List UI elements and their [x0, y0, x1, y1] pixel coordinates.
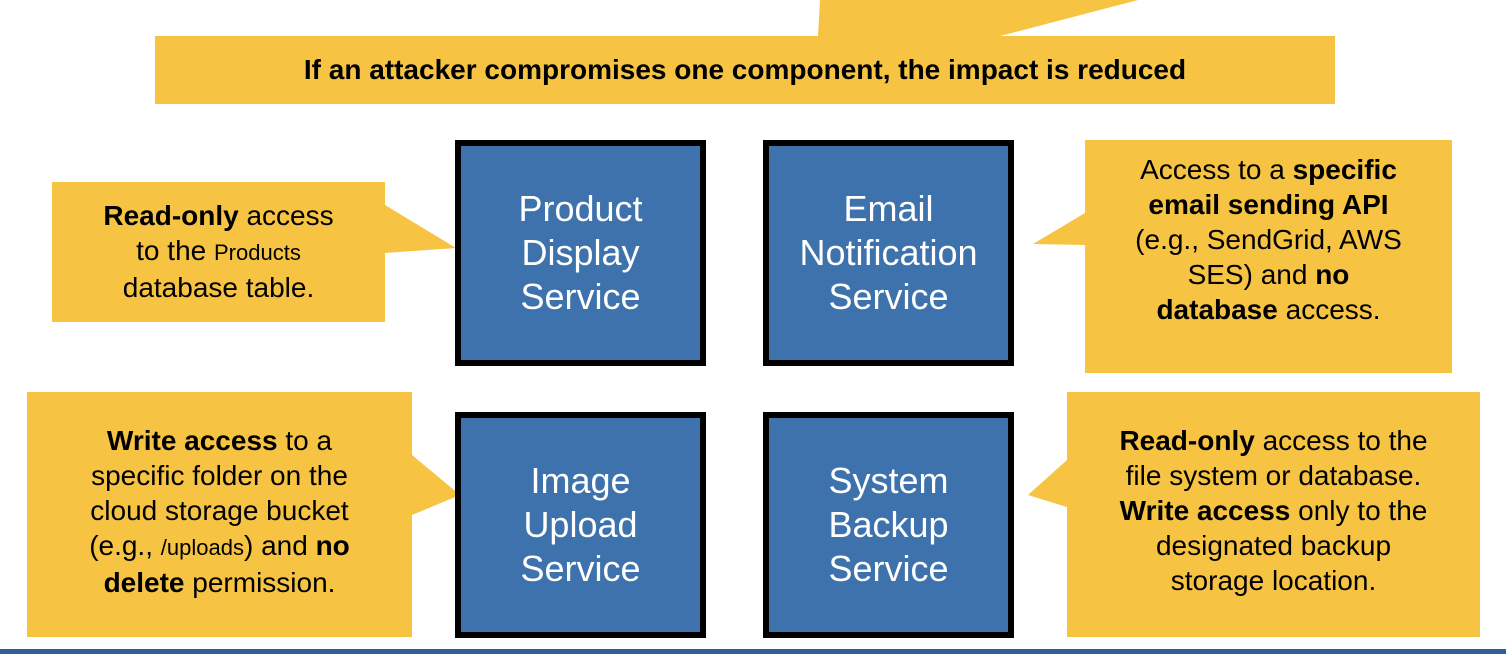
upload-callout-shape [27, 392, 460, 637]
bold-text: Write access [1119, 495, 1291, 526]
text: to a [277, 425, 333, 456]
service-line: Display [521, 232, 640, 273]
service-line: Upload [523, 504, 638, 545]
text: ) and [243, 530, 316, 561]
headline-callout-shape [155, 0, 1335, 104]
text: (e.g., [89, 530, 161, 561]
text: only to the [1290, 495, 1428, 526]
bold-text: no [1315, 259, 1350, 290]
upload-callout-text: Write access to a specific folder on the… [27, 423, 412, 600]
text: (e.g., SendGrid, AWS [1135, 224, 1402, 255]
text: cloud storage bucket [90, 495, 349, 526]
text: SES) and [1187, 259, 1316, 290]
bold-text: Read-only [1119, 425, 1255, 456]
text: access. [1277, 294, 1381, 325]
small-text: Products [214, 240, 301, 265]
service-line: Email [843, 188, 934, 229]
bottom-rule [0, 649, 1506, 654]
text: to the [136, 235, 214, 266]
bold-text: no [315, 530, 350, 561]
bold-text: email sending API [1148, 189, 1389, 220]
text: specific folder on the [91, 460, 348, 491]
text: file system or database. [1125, 460, 1422, 491]
service-line: Backup [828, 504, 949, 545]
headline-text: If an attacker compromises one component… [303, 54, 1187, 85]
text: storage location. [1170, 565, 1377, 596]
backup-callout-shape [1028, 392, 1480, 637]
bold-text: database [1156, 294, 1278, 325]
bold-text: delete [103, 567, 185, 598]
text: designated backup [1155, 530, 1392, 561]
bold-text: specific [1292, 154, 1397, 185]
system-backup-service-box: System Backup Service [763, 412, 1014, 638]
text: permission. [184, 567, 336, 598]
product-display-service-box: Product Display Service [455, 140, 706, 366]
service-line: Product [518, 188, 643, 229]
email-callout-shape [1033, 140, 1452, 373]
service-line: Service [520, 276, 641, 317]
text: access [238, 200, 334, 231]
email-notification-service-box: Email Notification Service [763, 140, 1014, 366]
service-line: Service [828, 548, 949, 589]
service-line: System [828, 460, 949, 501]
product-callout-text: Read-only access to the Products databas… [52, 198, 385, 305]
text: database table. [122, 272, 315, 303]
service-line: Service [520, 548, 641, 589]
service-line: Service [828, 276, 949, 317]
service-line: Notification [799, 232, 978, 273]
image-upload-service-box: Image Upload Service [455, 412, 706, 638]
bold-text: Write access [106, 425, 278, 456]
product-callout-shape [52, 182, 456, 322]
backup-callout-text: Read-only access to the file system or d… [1067, 423, 1480, 598]
text: access to the [1254, 425, 1428, 456]
bold-text: Read-only [103, 200, 239, 231]
service-line: Image [530, 460, 631, 501]
email-callout-text: Access to a specific email sending API (… [1085, 152, 1452, 327]
small-text: /uploads [160, 535, 244, 560]
text: Access to a [1140, 154, 1293, 185]
